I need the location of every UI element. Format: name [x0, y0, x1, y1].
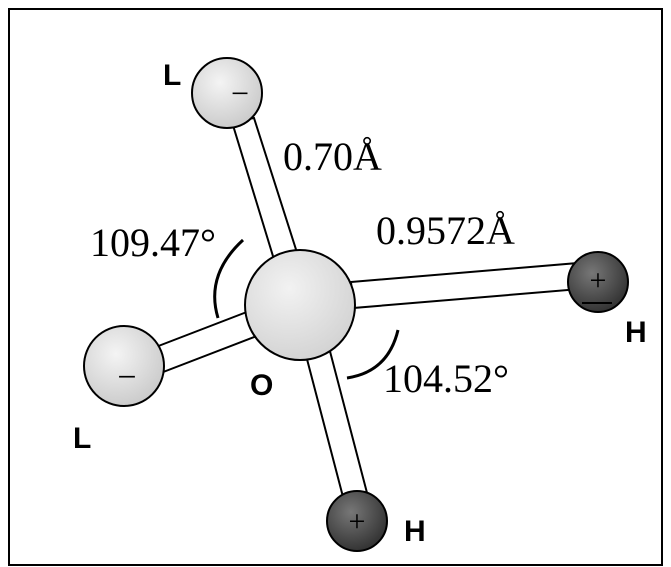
bond-length-short-label: 0.70Å	[283, 134, 382, 179]
hydrogen-bottom-letter: H	[404, 515, 426, 548]
oxygen-letter: O	[250, 369, 273, 402]
angle-arc-hoh	[346, 329, 400, 380]
bond-length-long-label: 0.9572Å	[376, 208, 515, 253]
oxygen-sphere	[244, 249, 356, 361]
angle-arc-tetrahedral	[213, 238, 245, 319]
angle-hoh-label: 104.52°	[383, 356, 509, 401]
hydrogen-right-letter: H	[625, 316, 647, 349]
lone-pair-top-charge: −	[231, 75, 249, 111]
lone-pair-left-charge: −	[117, 359, 136, 396]
lone-pair-left-sphere	[83, 325, 165, 407]
hydrogen-bottom-charge: +	[349, 505, 366, 538]
lone-pair-left-letter: L	[73, 422, 91, 455]
lone-pair-top-sphere	[191, 57, 263, 129]
hydrogen-bottom-sphere	[326, 490, 388, 552]
hydrogen-right-charge: +	[590, 264, 607, 297]
hydrogen-right-sphere	[567, 251, 629, 313]
angle-tetrahedral-label: 109.47°	[90, 220, 216, 265]
lone-pair-top-letter: L	[163, 59, 181, 92]
